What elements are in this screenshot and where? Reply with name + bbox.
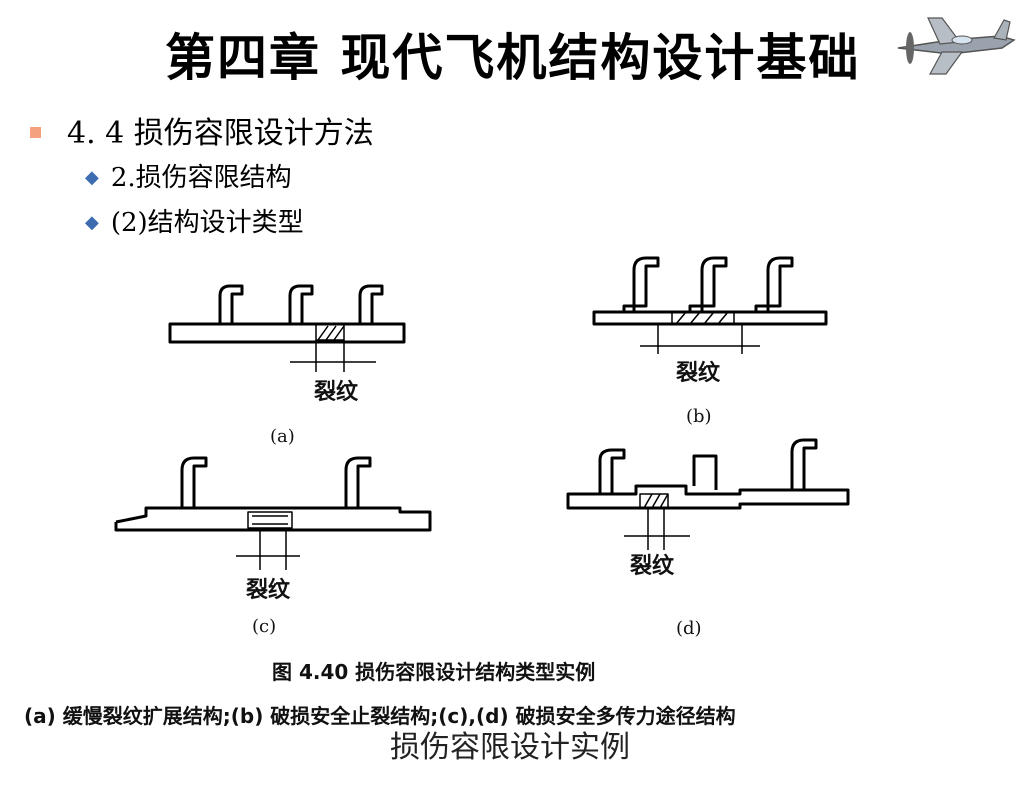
airplane-icon [897,17,1016,75]
diagram-a [168,284,406,372]
crack-label-b: 裂纹 [676,361,721,386]
bullet-level2-b-text: (2)结构设计类型 [110,208,304,238]
slide-footer: 损伤容限设计实例 [390,730,630,765]
diagram-c [114,456,432,570]
crack-label-c: 裂纹 [246,578,291,603]
square-bullet-icon [30,126,41,138]
figure-legend: (a) 缓慢裂纹扩展结构;(b) 破损安全止裂结构;(c),(d) 破损安全多传… [24,704,736,728]
bullet-level2-a-text: 2.损伤容限结构 [110,163,292,193]
crack-label-d: 裂纹 [630,554,675,579]
bullet-level2-b: ◆ (2)结构设计类型 [85,202,304,239]
slide-title: 第四章 现代飞机结构设计基础 [165,29,861,87]
sublabel-a: (a) [270,426,295,447]
crack-label-a: 裂纹 [314,380,359,405]
sublabel-d: (d) [676,618,702,639]
bullet-level1: 4. 4 损伤容限设计方法 [30,108,374,152]
diagram-b [592,256,828,354]
figure-caption: 图 4.40 损伤容限设计结构类型实例 [272,660,596,684]
bullet-level1-text: 4. 4 损伤容限设计方法 [67,116,374,151]
sublabel-c: (c) [252,616,277,637]
diamond-bullet-icon: ◆ [85,212,99,233]
sublabel-b: (b) [686,406,712,427]
bullet-level2-a: ◆ 2.损伤容限结构 [85,157,292,194]
diamond-bullet-icon: ◆ [85,167,99,188]
diagram-d [566,438,850,550]
